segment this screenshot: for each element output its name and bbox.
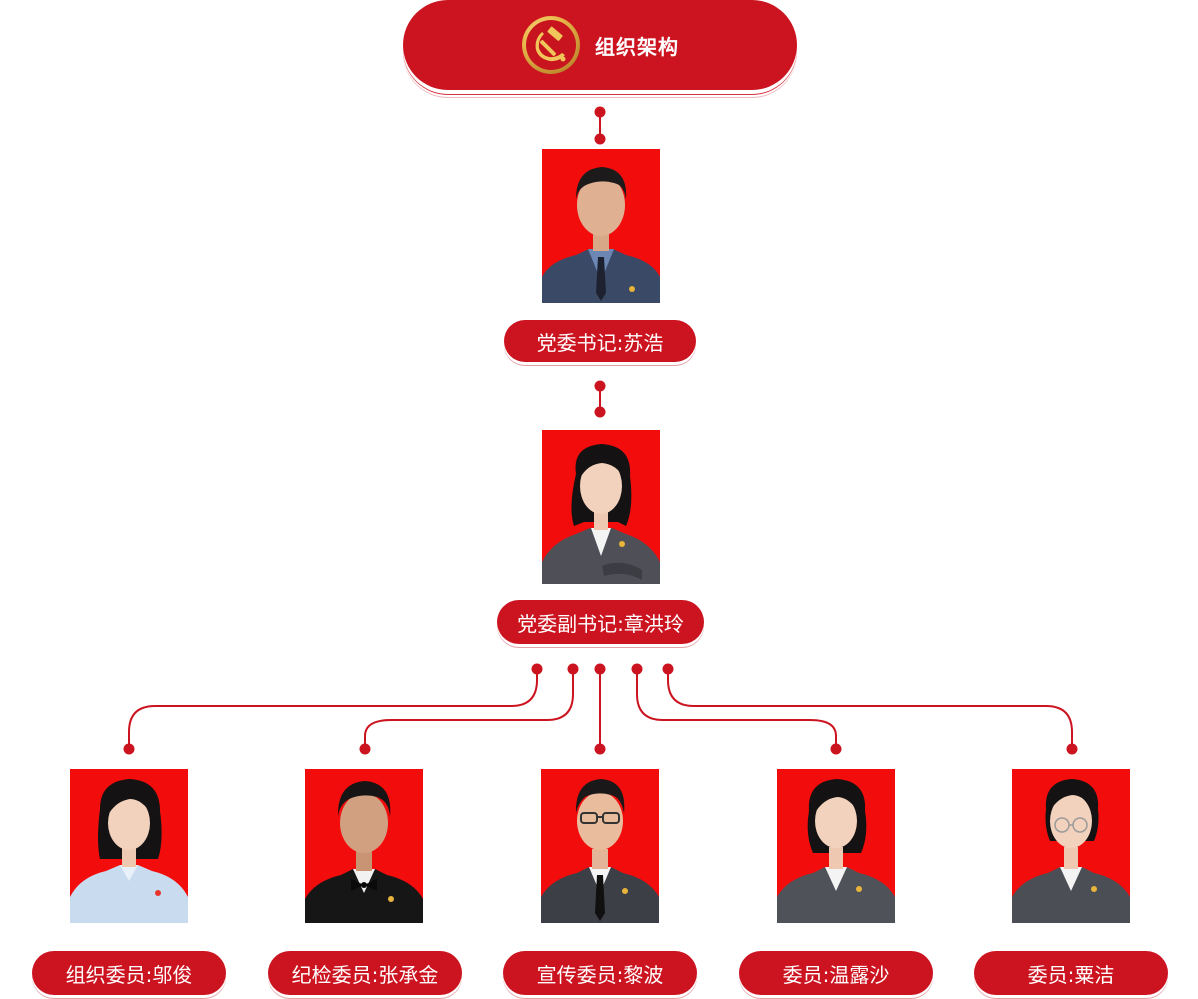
header-content: 组织架构 xyxy=(521,15,679,75)
secretary-label: 党委书记:苏浩 xyxy=(504,320,696,362)
committee-label-2: 纪检委员:张承金 xyxy=(268,951,462,995)
portrait-woman-suit xyxy=(542,430,660,584)
committee-photo-1 xyxy=(70,769,188,923)
committee-label-5: 委员:粟洁 xyxy=(974,951,1168,995)
committee-photo-5 xyxy=(1012,769,1130,923)
portrait-man-bowtie xyxy=(305,769,423,923)
portrait-man-suit xyxy=(542,149,660,303)
committee-photo-4 xyxy=(777,769,895,923)
committee-label-4: 委员:温露沙 xyxy=(739,951,933,995)
deputy-photo xyxy=(542,430,660,584)
committee-photo-3 xyxy=(541,769,659,923)
hammer-sickle-emblem-icon xyxy=(521,15,581,75)
secretary-photo xyxy=(542,149,660,303)
committee-photo-2 xyxy=(305,769,423,923)
committee-label-3: 宣传委员:黎波 xyxy=(503,951,697,995)
committee-label-1: 组织委员:邬俊 xyxy=(32,951,226,995)
page-title: 组织架构 xyxy=(595,31,679,60)
deputy-label: 党委副书记:章洪玲 xyxy=(497,600,704,644)
portrait-woman-gray-suit xyxy=(777,769,895,923)
portrait-woman-glasses xyxy=(1012,769,1130,923)
portrait-woman-blue-shirt xyxy=(70,769,188,923)
portrait-man-glasses xyxy=(541,769,659,923)
header-banner: 组织架构 xyxy=(403,0,797,90)
